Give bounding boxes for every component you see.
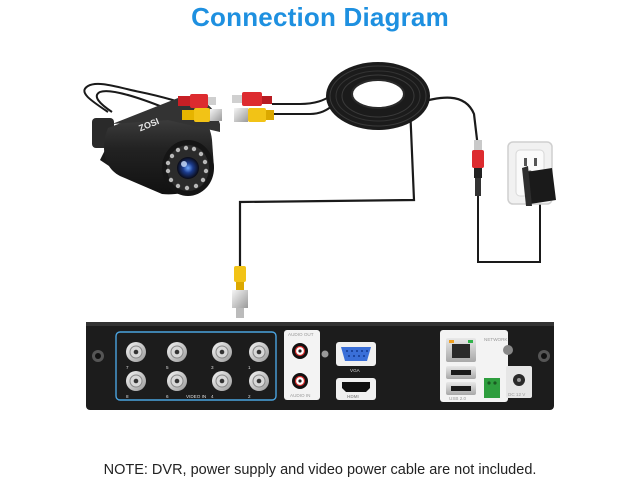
power-adapter [522,166,556,206]
hdmi-label: HDMI [347,394,359,399]
bnc-label-4: 4 [211,394,214,399]
dc-label: DC 12 V [508,392,526,397]
ground-screw [503,345,513,355]
bnc-label-2: 2 [248,394,251,399]
extension-wire-2 [272,103,335,115]
camera-connectors [178,94,222,122]
bnc-channel-labels: 7 5 3 1 8 6 4 2 VIDEO IN [126,365,251,399]
rs485-terminal [484,378,500,398]
usb-label: USB 2.0 [449,396,467,401]
disclaimer-note: NOTE: DVR, power supply and video power … [103,462,537,478]
audio-in-label: AUDIO IN [290,393,310,398]
cable-spool [326,62,430,130]
screw-icon [321,350,329,358]
video-cable-to-dvr [238,105,416,268]
bnc-label-7: 7 [126,365,129,370]
diagram-title: Connection Diagram [191,2,449,32]
bnc-label-6: 6 [166,394,169,399]
ir-led-ring [165,145,209,191]
power-jack-connector [472,140,484,196]
audio-out-label: AUDIO OUT [288,332,314,337]
bnc-label-3: 3 [211,365,214,370]
extension-wire [272,95,331,105]
video-in-label: VIDEO IN [186,394,206,399]
extension-connectors [232,92,274,122]
dvr-rear-panel: 7 5 3 1 8 6 4 2 VIDEO IN AUDIO OUT AUDIO… [86,322,554,410]
adapter-cable [477,196,541,263]
bnc-input-group [115,331,277,401]
vga-label: VGA [350,368,361,373]
network-label: NETWORK [484,337,508,342]
bnc-label-5: 5 [166,365,169,370]
bnc-label-8: 8 [126,394,129,399]
camera-pigtail-wire [83,82,181,113]
bnc-label-1: 1 [248,365,251,370]
dvr-video-connector [232,266,248,318]
bnc-inputs [126,342,269,391]
audio-panel [284,330,320,400]
